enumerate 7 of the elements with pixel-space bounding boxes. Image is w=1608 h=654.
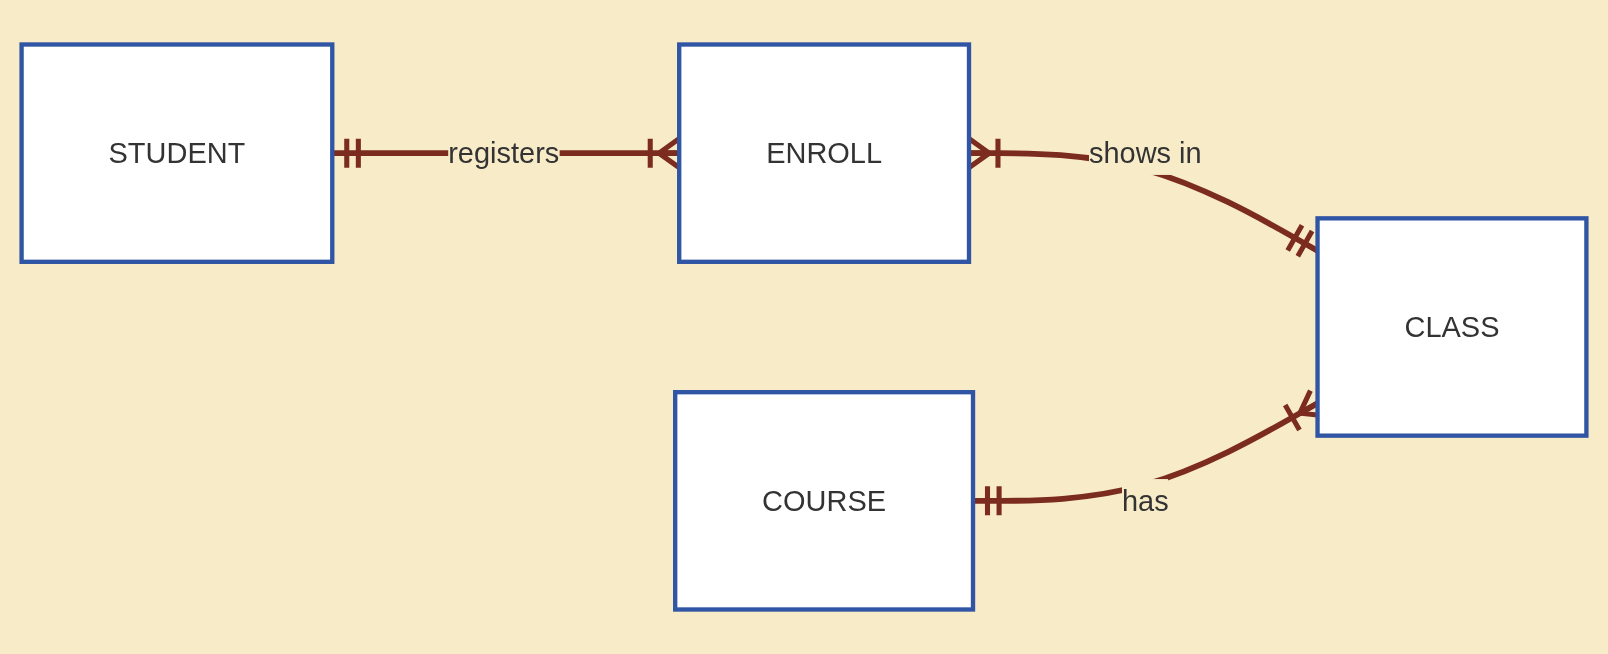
edge-label: shows in	[1088, 137, 1202, 170]
edge-label: registers	[448, 137, 560, 170]
node-box: CLASS	[1315, 216, 1589, 438]
node-box: STUDENT	[19, 42, 335, 264]
node-box: ENROLL	[677, 42, 972, 264]
node-box: COURSE	[673, 390, 976, 612]
edge-label: has	[1121, 484, 1169, 517]
